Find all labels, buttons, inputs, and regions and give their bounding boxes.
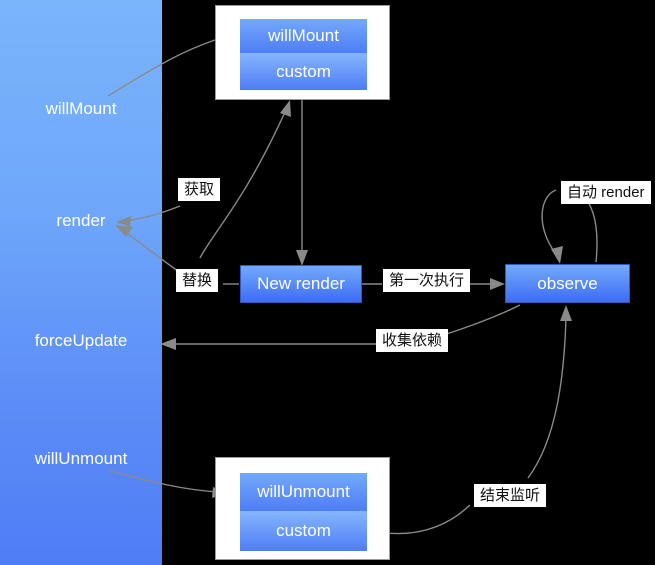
group-segment-custom[interactable]: custom — [240, 53, 367, 90]
new-render-node[interactable]: New render — [240, 265, 362, 303]
edge-label-collect-deps: 收集依赖 — [376, 329, 449, 353]
arrowhead-collectdeps-to-forceupdate — [160, 338, 176, 350]
edge-label-stop-listen: 结束监听 — [474, 484, 547, 508]
edge-label-replace: 替换 — [176, 269, 219, 293]
wire-stoplisten-to-observe — [527, 317, 567, 479]
arrowhead-replace-to-render — [115, 225, 133, 237]
lifecycle-item-forceupdate: forceUpdate — [34, 331, 128, 350]
wire-fetch-to-custom — [199, 111, 286, 259]
lifecycle-item-willmount: willMount — [45, 99, 117, 118]
arrowhead-fetch-to-custom — [280, 100, 291, 117]
arrowhead-fetch-to-render — [116, 216, 131, 227]
lifecycle-item-render: render — [56, 211, 106, 230]
edge-label-fetch: 获取 — [178, 178, 221, 202]
arrowhead-firstrun-to-observe — [490, 278, 505, 290]
wire-willmount-to-group — [107, 35, 229, 97]
arrowhead-group-to-newrender — [296, 250, 308, 266]
group-segment-custom-unmount[interactable]: custom — [240, 511, 367, 551]
wire-observe-to-collectdeps — [439, 304, 521, 337]
wire-fetch-to-render — [125, 205, 181, 222]
arrowhead-observe-loop — [551, 246, 563, 264]
group-segment-willmount[interactable]: willMount — [240, 19, 367, 53]
edge-label-first-run: 第一次执行 — [383, 269, 471, 293]
arrowhead-stoplisten-to-observe — [560, 305, 572, 321]
wire-observe-loop-in — [541, 189, 557, 255]
lifecycle-item-willunmount: willUnmount — [34, 449, 128, 468]
will-unmount-group[interactable]: willUnmount custom — [215, 457, 390, 560]
wire-willunmount-to-group — [107, 469, 219, 493]
will-mount-group[interactable]: willMount custom — [215, 5, 390, 100]
react-lifecycle-column: willMount render forceUpdate willUnmount — [0, 0, 162, 565]
observe-node[interactable]: observe — [505, 264, 630, 303]
group-segment-willunmount[interactable]: willUnmount — [240, 473, 367, 511]
edge-label-auto-render: 自动 render — [561, 181, 651, 205]
